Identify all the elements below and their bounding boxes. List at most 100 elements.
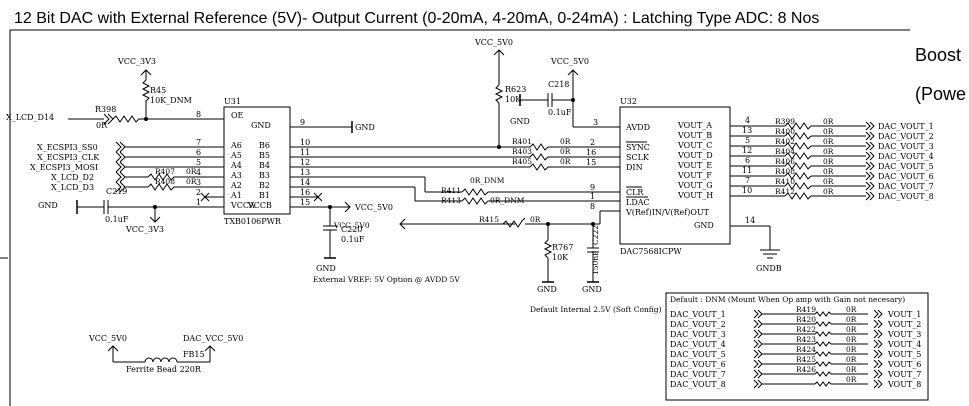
box-output-6: VOUT_6 (887, 360, 921, 369)
box-flag-out-b-6 (877, 359, 883, 369)
r398-ref: R398 (95, 105, 116, 114)
u31-pin-gnd: GND (251, 121, 271, 130)
u31-pin-a1: A1 (230, 191, 242, 200)
r767-ref: R767 (552, 243, 573, 252)
vout-flag-b-5 (869, 161, 875, 171)
r623-val: 10K (505, 95, 522, 104)
box-flag-out-b-7 (877, 369, 883, 379)
u31-num-11: 11 (300, 148, 310, 157)
u32-num-4: 4 (745, 116, 750, 125)
u32-pin-avdd: AVDD (625, 123, 650, 132)
r415-ref: R415 (479, 215, 499, 224)
vout-flag-b-4 (869, 151, 875, 161)
box-flag-in-a-3 (753, 329, 759, 339)
r408-ref: R408 (155, 177, 175, 186)
u31-num-16: 16 (300, 188, 310, 197)
box-res-val-4: 0R (846, 335, 857, 344)
box-output-8: VOUT_8 (887, 380, 921, 389)
vout-res-ref-3: R402 (775, 137, 795, 146)
r415-val: 0R (530, 215, 541, 224)
r767-val: 10K (552, 253, 569, 262)
box-flag-out-a-3 (873, 329, 879, 339)
c222-ref: C222 (591, 225, 600, 245)
c220-val: 0.1uF (341, 235, 365, 244)
dac-vout-net-6: DAC_VOUT_6 (878, 172, 934, 181)
c222-gnd: GND (582, 285, 602, 294)
box-res-ref-4: R423 (796, 335, 816, 344)
dac-vout-net-3: DAC_VOUT_3 (878, 142, 934, 151)
u32-pin-vout-e: VOUT_E (677, 161, 712, 170)
u32-pin-vout-c: VOUT_C (677, 141, 712, 150)
net-lcd-d14: X_LCD_D14 (6, 113, 54, 122)
r403-ref: R403 (512, 147, 532, 156)
box-output-4: VOUT_4 (887, 340, 921, 349)
dnm-box-title: Default : DNM (Mount When Op amp with Ga… (670, 295, 905, 304)
vout-flag-a-7 (865, 181, 871, 191)
vout-flag-a-1 (865, 121, 871, 131)
vout-res-ref-1: R399 (775, 117, 795, 126)
u32-part: DAC7568ICPW (620, 247, 682, 256)
u31-gnd-label: GND (355, 123, 375, 132)
fb-right-arrow (204, 345, 216, 352)
vout-flag-b-6 (869, 171, 875, 181)
u31-num-4: 4 (196, 168, 201, 177)
r411-symbol (461, 188, 489, 196)
u31-pin-vccb: VCCB (247, 201, 272, 210)
r45-ref: R45 (150, 86, 166, 95)
box-res-ref-1: R419 (796, 305, 816, 314)
input-flags (115, 141, 126, 193)
flag-lcd-d14 (103, 113, 110, 125)
vout-res-val-8: 0R (823, 187, 834, 196)
box-res-symbol-6 (814, 361, 832, 367)
r398-val: 0R (96, 121, 108, 130)
vout-flag-b-3 (869, 141, 875, 151)
u32-num-1: 1 (590, 192, 595, 201)
vout-res-ref-5: R406 (775, 157, 795, 166)
r623-junction (497, 145, 501, 149)
box-res-symbol-7 (814, 371, 832, 377)
box-input-5: DAC_VOUT_5 (670, 350, 726, 359)
u32-num-14: 14 (745, 216, 755, 225)
u31-pin-b6: B6 (259, 141, 270, 150)
box-res-val-6: 0R (846, 355, 857, 364)
ext-vref-note: External VREF: 5V Option @ AVDD 5V (313, 275, 460, 284)
box-flag-out-a-4 (873, 339, 879, 349)
u32-pin-gnd: GND (694, 221, 714, 230)
dac-vout-net-5: DAC_VOUT_5 (878, 162, 934, 171)
box-res-ref-7: R426 (796, 365, 816, 374)
box-flag-out-a-1 (873, 309, 879, 319)
r623-vcc: VCC_5V0 (474, 38, 513, 47)
box-res-symbol-1 (814, 311, 832, 317)
vccb-net: VCC_5V0 (354, 203, 393, 212)
box-output-7: VOUT_7 (887, 370, 921, 379)
vout-res-val-3: 0R (823, 137, 834, 146)
u31-num-7: 7 (196, 138, 201, 147)
u31-num-9: 9 (300, 118, 305, 127)
u32-pin-sync: SYNC (626, 143, 650, 152)
box-res-ref-5: R424 (796, 345, 816, 354)
box-input-6: DAC_VOUT_6 (670, 360, 726, 369)
u32-num-11: 11 (742, 166, 752, 175)
box-flag-in-a-5 (753, 349, 759, 359)
default-internal-note: Default Internal 2.5V (Soft Config) (530, 305, 662, 314)
vout-res-val-4: 0R (823, 147, 834, 156)
box-res-symbol-2 (814, 321, 832, 327)
r407-symbol (147, 173, 188, 181)
vout-flag-b-1 (869, 121, 875, 131)
box-res-val-5: 0R (846, 345, 857, 354)
u32-num-16: 16 (586, 148, 596, 157)
vout-flag-b-7 (869, 181, 875, 191)
nc-b1-b (313, 192, 323, 202)
fb-dac-vcc-label: DAC_VCC_5V0 (183, 334, 243, 343)
c218-gnd: GND (510, 117, 530, 126)
r407-ref: R407 (155, 167, 175, 176)
vout-flag-b-8 (869, 191, 875, 201)
vout-res-symbol-6 (784, 172, 812, 180)
box-flag-out-b-3 (877, 329, 883, 339)
c219-val: 0.1uF (105, 215, 129, 224)
box-input-7: DAC_VOUT_7 (670, 370, 726, 379)
box-res-val-8: 0R (846, 375, 857, 384)
box-flag-out-b-8 (877, 379, 883, 389)
